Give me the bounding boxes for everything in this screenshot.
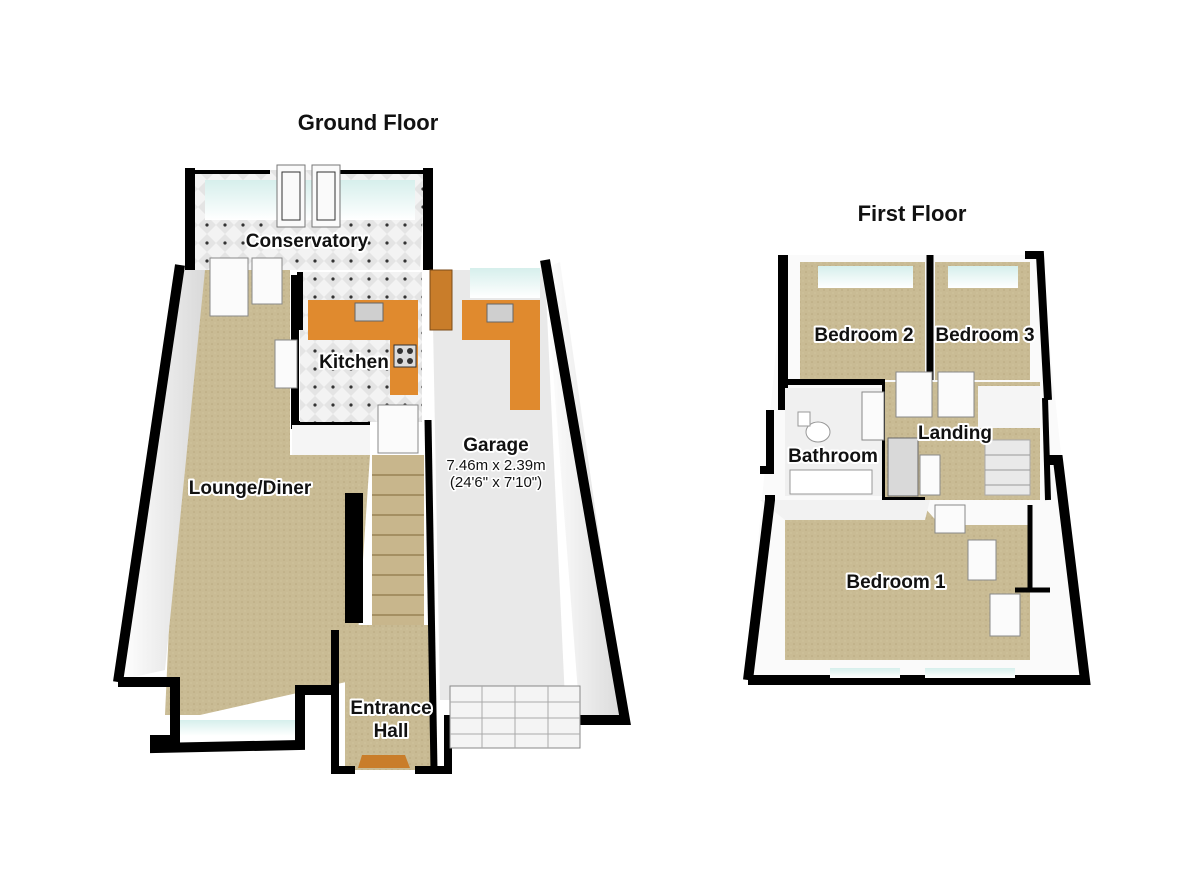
conservatory-room bbox=[185, 164, 433, 270]
entrance-hall-label-line1: Entrance bbox=[350, 698, 431, 719]
ground-floor bbox=[113, 164, 631, 774]
garage-dimension-imperial: (24'6" x 7'10") bbox=[450, 474, 542, 491]
bedroom3-room bbox=[935, 251, 1052, 401]
bedroom2-room bbox=[778, 255, 934, 410]
bedroom1-room bbox=[743, 455, 1091, 685]
kitchen-label: Kitchen bbox=[319, 352, 389, 373]
garage-dimension-metric: 7.46m x 2.39m bbox=[446, 457, 545, 474]
conservatory-label: Conservatory bbox=[246, 231, 369, 252]
landing-label: Landing bbox=[918, 423, 992, 444]
lounge-label: Lounge/Diner bbox=[189, 478, 312, 499]
bedroom3-label: Bedroom 3 bbox=[935, 325, 1034, 346]
bathroom-room bbox=[760, 379, 888, 500]
bedroom2-label: Bedroom 2 bbox=[814, 325, 913, 346]
entrance-hall-label-line2: Hall bbox=[374, 721, 409, 742]
landing-room bbox=[885, 371, 1051, 503]
bedroom1-label: Bedroom 1 bbox=[846, 572, 946, 593]
garage-label: Garage bbox=[463, 435, 528, 456]
first-floor-title: First Floor bbox=[858, 201, 967, 226]
garage-room bbox=[429, 259, 631, 749]
kitchen-room bbox=[297, 272, 422, 454]
bathroom-label: Bathroom bbox=[788, 446, 878, 467]
lounge-room bbox=[113, 257, 370, 754]
ground-floor-title: Ground Floor bbox=[298, 110, 439, 135]
first-floor bbox=[743, 251, 1091, 685]
stairs bbox=[331, 419, 452, 774]
